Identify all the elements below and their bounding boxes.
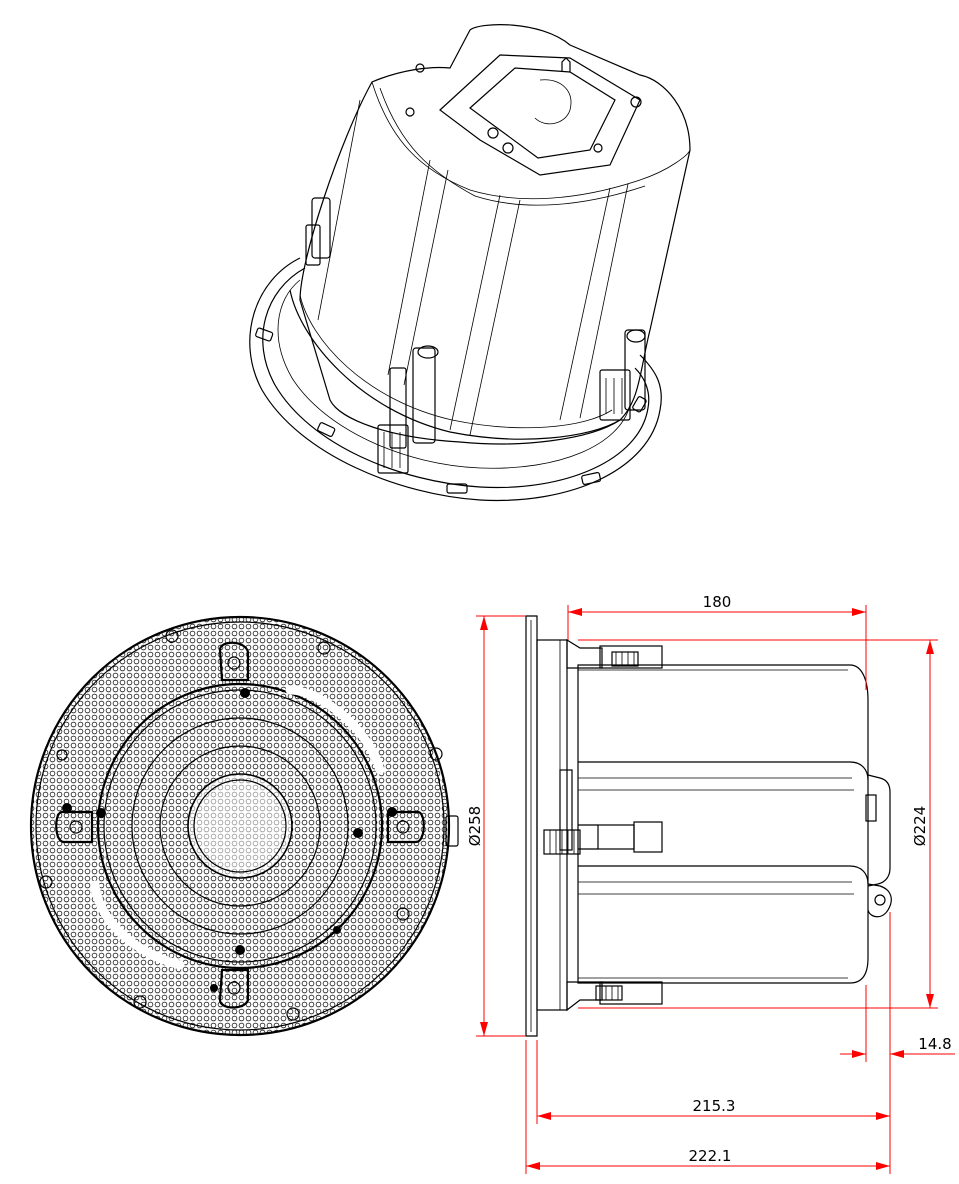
- side-body: [577, 664, 869, 984]
- iso-body-ribs: [317, 99, 629, 436]
- iso-flange-ring: [249, 257, 662, 502]
- grille-clamp-dogs: [55, 641, 425, 1009]
- dim-14-8-label: 14.8: [918, 1035, 951, 1053]
- grille-mid-ring: [131, 717, 349, 935]
- side-bracket-bottom: [566, 981, 663, 1012]
- dim-14-8: 14.8: [840, 912, 955, 1062]
- iso-clamp-back: [305, 197, 331, 266]
- isometric-view: [249, 24, 691, 502]
- grille-outer-rim: [29, 615, 451, 1037]
- tweeter-dome: [187, 773, 293, 879]
- side-rear-terminal: [865, 774, 892, 918]
- grille-screws: [62, 688, 397, 992]
- side-bracket-top: [566, 638, 663, 669]
- dim-222-1: 222.1: [525, 1040, 891, 1174]
- dim-flange-diameter-label: Ø258: [466, 806, 484, 846]
- dim-flange-diameter: Ø258: [466, 615, 526, 1037]
- dim-180: 180: [567, 593, 867, 690]
- dim-215-3-label: 215.3: [693, 1097, 736, 1115]
- dim-215-3: 215.3: [536, 1040, 891, 1124]
- iso-connector-plate: [405, 54, 642, 176]
- iso-clamp-right: [599, 329, 646, 421]
- grille-slots: [90, 685, 385, 970]
- dimensions: 180 Ø258 Ø224 14.8: [466, 593, 955, 1174]
- side-flange: [525, 615, 538, 1037]
- front-grille-view: [29, 615, 459, 1037]
- side-view: [525, 615, 892, 1037]
- iso-body: [299, 24, 691, 445]
- dim-222-1-label: 222.1: [689, 1147, 732, 1165]
- iso-flange-slots: [255, 327, 647, 494]
- dim-body-diameter: Ø224: [578, 639, 938, 1009]
- grille-inner-ring: [96, 682, 384, 970]
- dim-body-diameter-label: Ø224: [911, 806, 929, 846]
- dim-180-label: 180: [703, 593, 732, 611]
- side-connectors: [543, 769, 663, 855]
- iso-clamp-left: [377, 345, 439, 474]
- grille-mounting-holes: [39, 629, 443, 1021]
- side-body-ribs: [578, 761, 869, 895]
- grille-side-tab: [445, 815, 459, 847]
